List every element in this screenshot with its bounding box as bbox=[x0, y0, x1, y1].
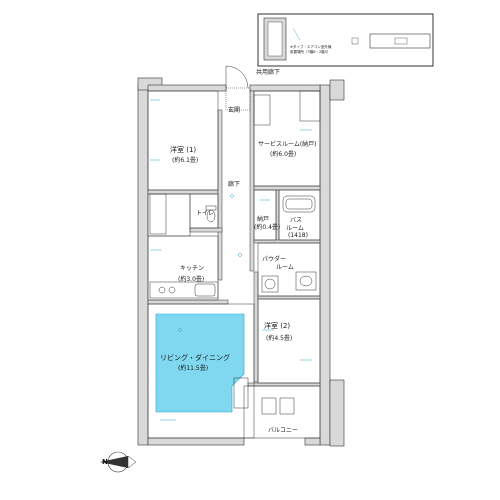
kitchen-label: キッチン bbox=[180, 265, 204, 272]
entrance-door bbox=[225, 65, 251, 111]
living-size: (約11.5畳) bbox=[178, 364, 208, 372]
bath-label-line2: ルーム bbox=[286, 225, 304, 232]
western2-label: 洋室 (2) bbox=[264, 321, 290, 330]
toilet-label: トイレ bbox=[196, 210, 214, 217]
kitchen-size: (約3.0畳) bbox=[178, 275, 204, 283]
interior-walls bbox=[147, 90, 321, 387]
bath-size: (1418) bbox=[288, 232, 308, 239]
powder-label: パウダー bbox=[262, 255, 286, 263]
corridor-label: 共用廊下 bbox=[256, 68, 280, 76]
storage-size: (約0.4畳) bbox=[254, 223, 280, 231]
living-floor-highlight bbox=[155, 313, 245, 413]
western1-label: 洋室 (1) bbox=[170, 145, 196, 154]
fixtures bbox=[149, 90, 321, 415]
western2-size: (約4.5畳) bbox=[266, 334, 292, 342]
room-outlines bbox=[147, 90, 321, 439]
storage-label: 納戸 bbox=[257, 215, 269, 223]
bath-label: バス bbox=[290, 217, 302, 224]
compass: N bbox=[100, 451, 137, 473]
hallway-label: 廊下 bbox=[228, 180, 240, 188]
outdoor-note-line2: 設置場所（3階8・2階5） bbox=[290, 49, 330, 54]
annotation-marks bbox=[150, 99, 312, 421]
living-label: リビング・ダイニング bbox=[160, 353, 230, 362]
service-room-label: サービスルーム(納戸) bbox=[258, 140, 317, 148]
service-room-size: (約6.0畳) bbox=[270, 150, 296, 158]
compass-north-label: N bbox=[102, 458, 108, 466]
outdoor-note-line1: ※タイプ・エアコン室外機 bbox=[290, 44, 332, 49]
balcony-label: バルコニー bbox=[268, 427, 298, 434]
room-labels: 玄関 洋室 (1) (約6.1畳) サービスルーム(納戸) (約6.0畳) 廊下… bbox=[160, 106, 317, 434]
outdoor-unit-inset: ※タイプ・エアコン室外機 設置場所（3階8・2階5） bbox=[257, 13, 434, 67]
entrance-label: 玄関 bbox=[228, 106, 240, 114]
western1-size: (約6.1畳) bbox=[172, 156, 198, 164]
powder-label-line2: ルーム bbox=[276, 264, 294, 271]
